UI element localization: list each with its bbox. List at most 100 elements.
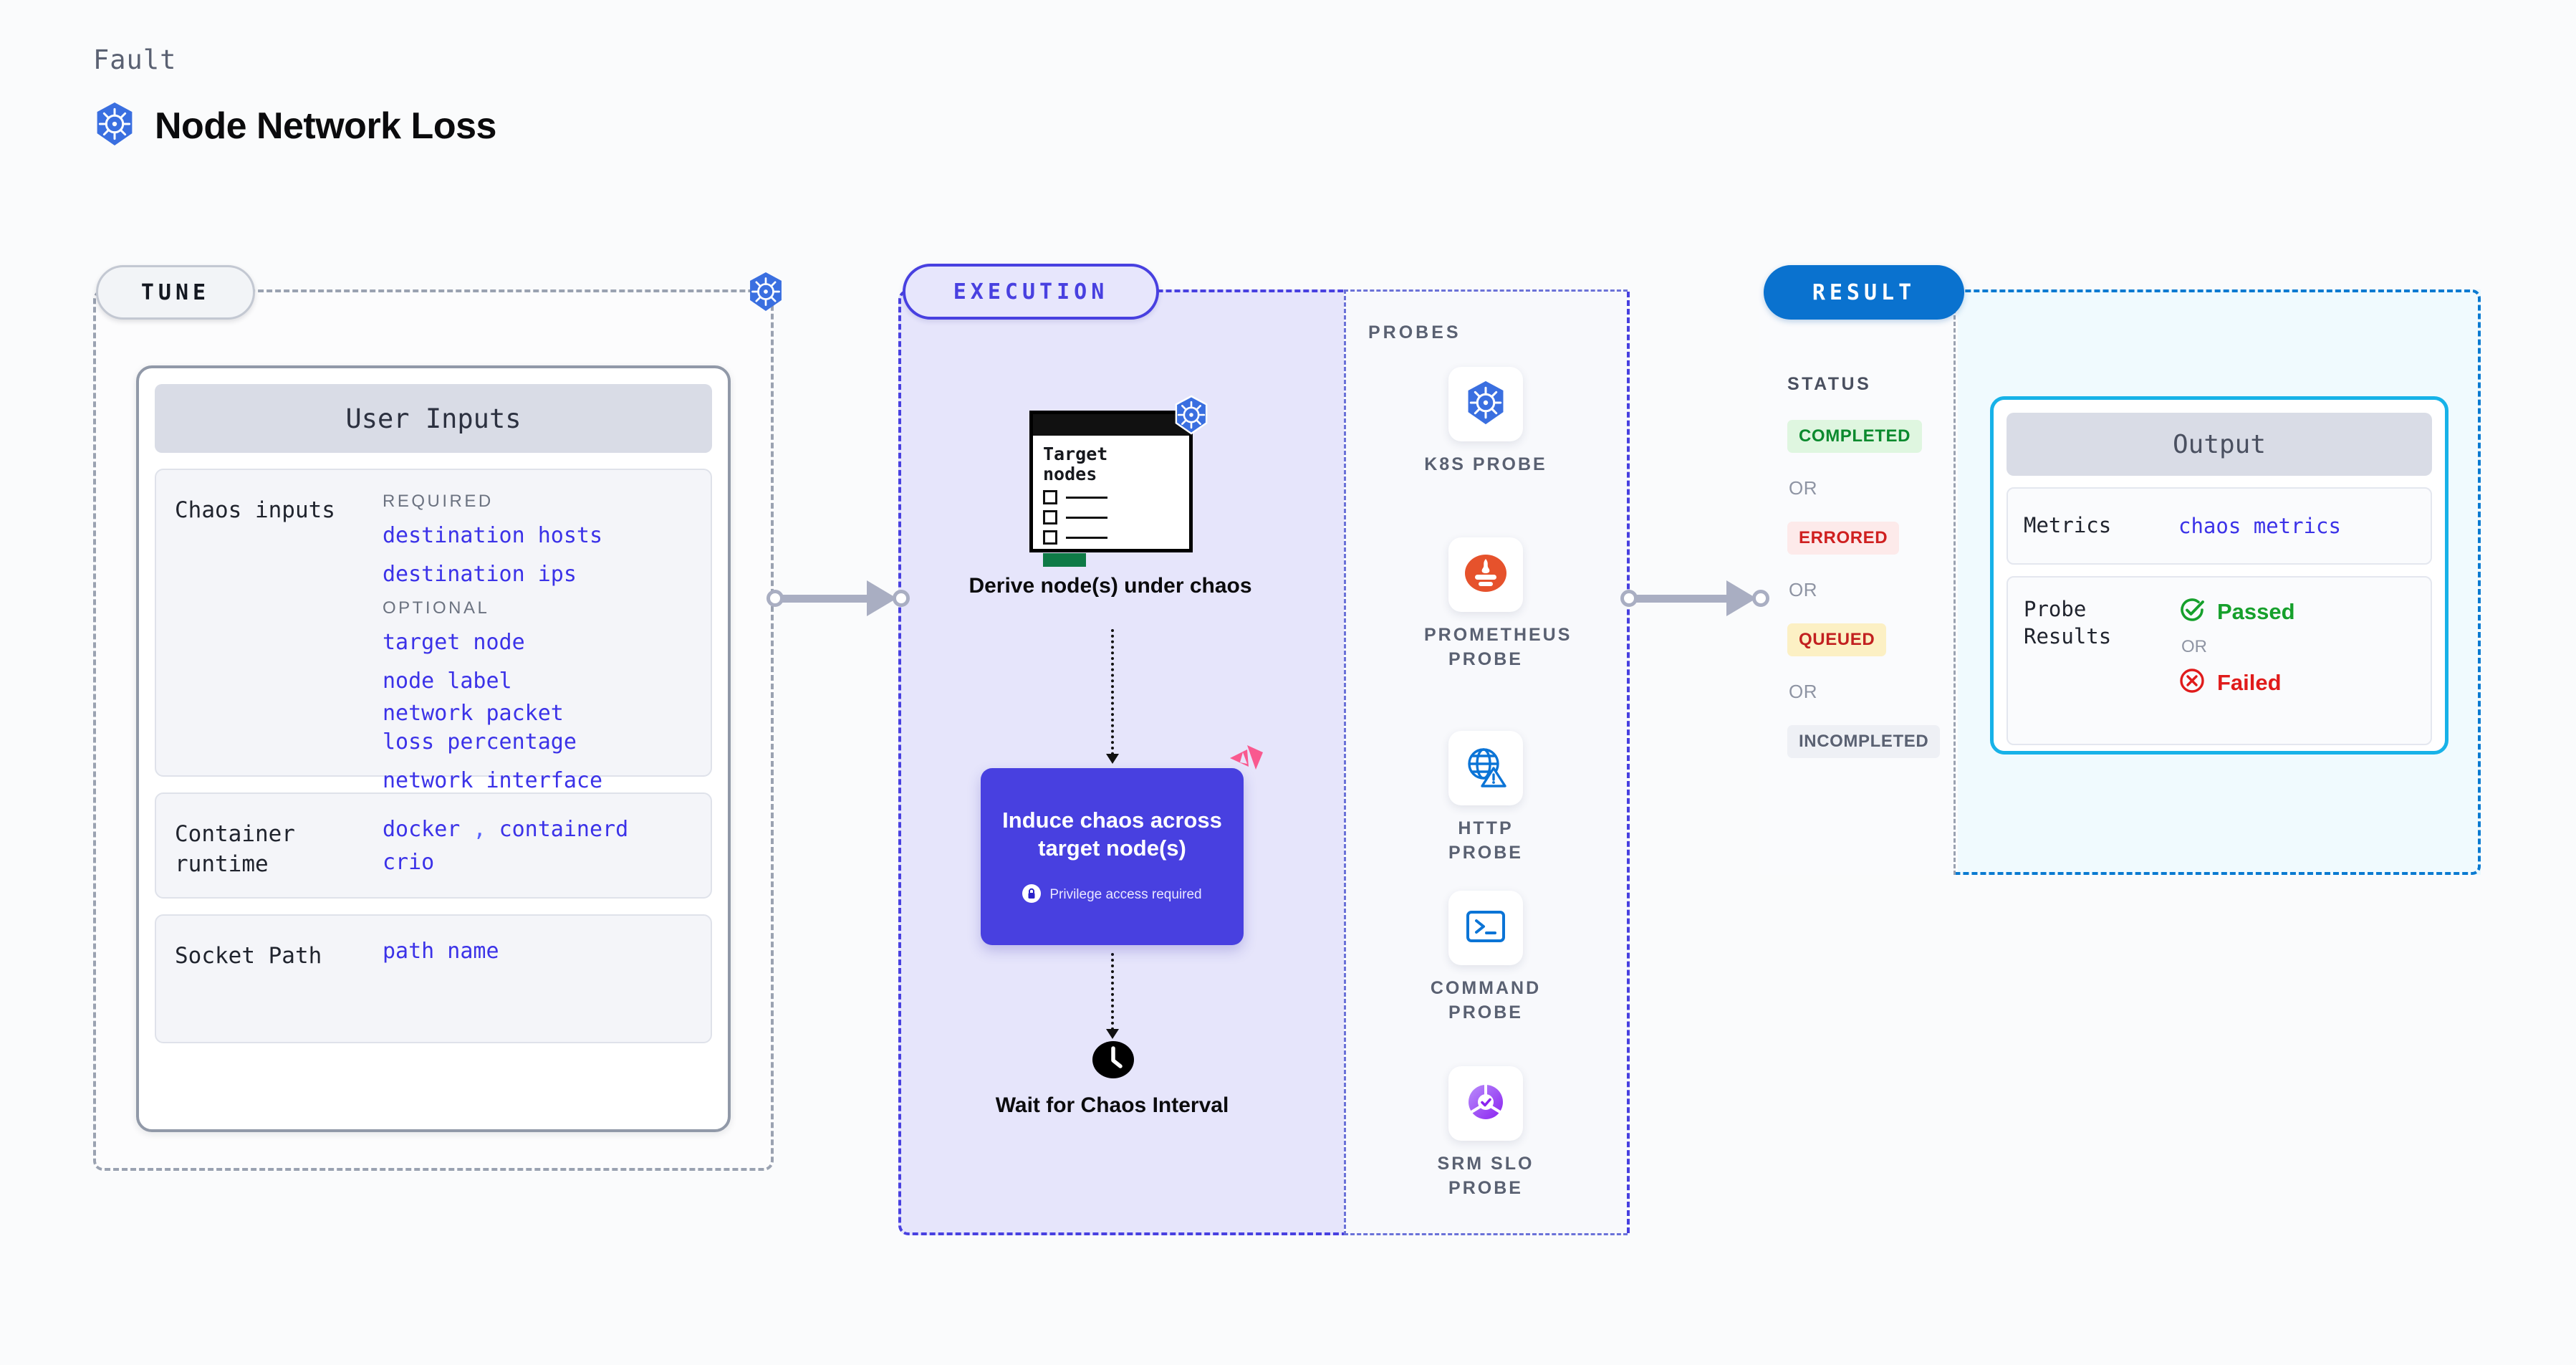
kubernetes-icon: [1464, 380, 1508, 429]
input-destination-hosts[interactable]: destination hosts: [383, 523, 603, 548]
probe-results-label-text: Probe Results: [2024, 597, 2112, 648]
probe-tile: [1448, 1066, 1523, 1141]
page-title-row: Node Network Loss: [93, 101, 496, 150]
probe-label: PROMETHEUS PROBE: [1424, 625, 1572, 669]
optional-group-title: OPTIONAL: [383, 598, 490, 618]
input-target-node[interactable]: target node: [383, 630, 525, 656]
probe-label: K8S PROBE: [1424, 454, 1547, 474]
target-nodes-heading-line2: nodes: [1043, 464, 1097, 484]
probe-prometheus[interactable]: PROMETHEUS PROBE: [1424, 537, 1572, 672]
flow-arrowhead: [1106, 754, 1119, 764]
probe-http[interactable]: HTTP PROBE: [1424, 731, 1547, 866]
checkbox-icon: [1043, 510, 1057, 525]
srm-slo-icon: [1464, 1081, 1507, 1127]
probe-command[interactable]: COMMAND PROBE: [1424, 891, 1547, 1025]
required-group-title: REQUIRED: [383, 492, 494, 511]
connector-execution-to-result: [1620, 573, 1771, 623]
step-induce-chaos-card: Induce chaos across target node(s) Privi…: [981, 768, 1244, 945]
induce-chaos-title: Induce chaos across target node(s): [1002, 808, 1222, 861]
probe-tile: [1448, 367, 1523, 441]
output-card-title: Output: [2007, 413, 2432, 476]
probes-title: PROBES: [1368, 322, 1461, 343]
value-docker[interactable]: docker: [383, 817, 461, 842]
metrics-row: Metrics chaos metrics: [2007, 487, 2432, 565]
value-crio[interactable]: crio: [383, 849, 435, 875]
prometheus-icon: [1463, 550, 1509, 600]
container-runtime-label: Container runtime: [175, 821, 295, 877]
checkbox-icon: [1043, 530, 1057, 545]
failed-label: Failed: [2217, 669, 2282, 695]
probe-result-failed: Failed: [2178, 667, 2415, 698]
socket-path-row: Socket Path path name: [155, 914, 712, 1043]
step-derive-nodes-label: Derive node(s) under chaos: [969, 574, 1252, 598]
x-circle-icon: [2178, 667, 2206, 698]
status-badge-errored: ERRORED: [1787, 522, 1900, 555]
clock-icon: [1092, 1039, 1134, 1084]
input-destination-ips[interactable]: destination ips: [383, 561, 577, 587]
input-node-label[interactable]: node label: [383, 668, 512, 694]
status-badge-queued: QUEUED: [1787, 623, 1887, 656]
user-inputs-title: User Inputs: [155, 384, 712, 453]
target-nodes-heading: Target nodes: [1043, 444, 1179, 484]
page-header: Fault Node Network Loss: [93, 44, 496, 150]
connector-shaft: [1635, 595, 1742, 603]
chaos-inputs-row: Chaos inputs REQUIRED destination hosts …: [155, 469, 712, 793]
connector-end-node: [893, 590, 910, 607]
flow-connector-dotted: [1111, 953, 1114, 1030]
placeholder-line: [1066, 496, 1107, 499]
kubernetes-icon: [1173, 395, 1210, 439]
target-nodes-card: Target nodes: [1029, 395, 1208, 567]
passed-label: Passed: [2217, 598, 2295, 624]
probe-srm-slo[interactable]: SRM SLO PROBE: [1424, 1066, 1547, 1201]
metrics-label: Metrics: [2024, 513, 2112, 538]
placeholder-line: [1066, 536, 1107, 539]
status-badge-completed: COMPLETED: [1787, 420, 1923, 453]
input-network-interface[interactable]: network interface: [383, 767, 603, 793]
socket-path-label: Socket Path: [175, 943, 322, 969]
lock-icon: [1022, 883, 1042, 906]
litmus-logo-icon: [1226, 742, 1266, 783]
or-label: OR: [1789, 477, 1817, 499]
check-circle-icon: [2178, 596, 2206, 627]
probe-results-row: Probe Results Passed OR: [2007, 576, 2432, 745]
status-column: [1759, 289, 1956, 875]
tune-stage-pill[interactable]: TUNE: [96, 265, 255, 320]
privilege-note-text: Privilege access required: [1049, 887, 1202, 903]
or-label: OR: [1789, 681, 1817, 702]
connector-arrowhead: [867, 580, 897, 616]
connector-tune-to-execution: [766, 573, 910, 623]
connector-end-node: [1752, 590, 1769, 607]
placeholder-line: [1066, 516, 1107, 519]
fault-eyebrow: Fault: [93, 44, 177, 75]
value-containerd[interactable]: containerd: [499, 817, 629, 842]
input-network-packet-loss-percentage[interactable]: network packet loss percentage: [383, 701, 577, 755]
probe-label: COMMAND PROBE: [1430, 978, 1542, 1022]
probe-result-passed: Passed: [2178, 596, 2415, 627]
probe-label: HTTP PROBE: [1448, 818, 1523, 863]
user-inputs-card: User Inputs Chaos inputs REQUIRED destin…: [136, 365, 731, 1132]
container-runtime-values-line1[interactable]: docker , containerd: [383, 815, 692, 844]
status-title: STATUS: [1787, 374, 1872, 394]
container-runtime-row: Container runtime docker , containerd cr…: [155, 792, 712, 899]
flow-connector-dotted: [1111, 629, 1114, 755]
target-nodes-heading-line1: Target: [1043, 444, 1108, 464]
execution-stage-pill[interactable]: EXECUTION: [903, 264, 1159, 320]
connector-shaft: [781, 595, 883, 603]
or-label: OR: [1789, 579, 1817, 600]
probe-results-label: Probe Results: [2024, 596, 2178, 725]
output-card: Output Metrics chaos metrics Probe Resul…: [1990, 396, 2448, 755]
value-path-name[interactable]: path name: [383, 939, 499, 964]
globe-warning-icon: [1464, 744, 1508, 792]
target-nodes-titlebar: [1033, 414, 1189, 436]
probe-k8s[interactable]: K8S PROBE: [1424, 367, 1547, 477]
result-stage-pill[interactable]: RESULT: [1764, 265, 1964, 320]
value-separator: ,: [473, 817, 486, 842]
step-wait-interval-label: Wait for Chaos Interval: [995, 1093, 1229, 1117]
metrics-value[interactable]: chaos metrics: [2178, 514, 2341, 538]
terminal-icon: [1464, 906, 1507, 950]
target-node-item: [1043, 510, 1179, 525]
or-label: OR: [2181, 637, 2207, 656]
probe-tile: [1448, 537, 1523, 612]
chaos-inputs-label: Chaos inputs: [175, 497, 335, 523]
connector-arrowhead: [1726, 580, 1756, 616]
